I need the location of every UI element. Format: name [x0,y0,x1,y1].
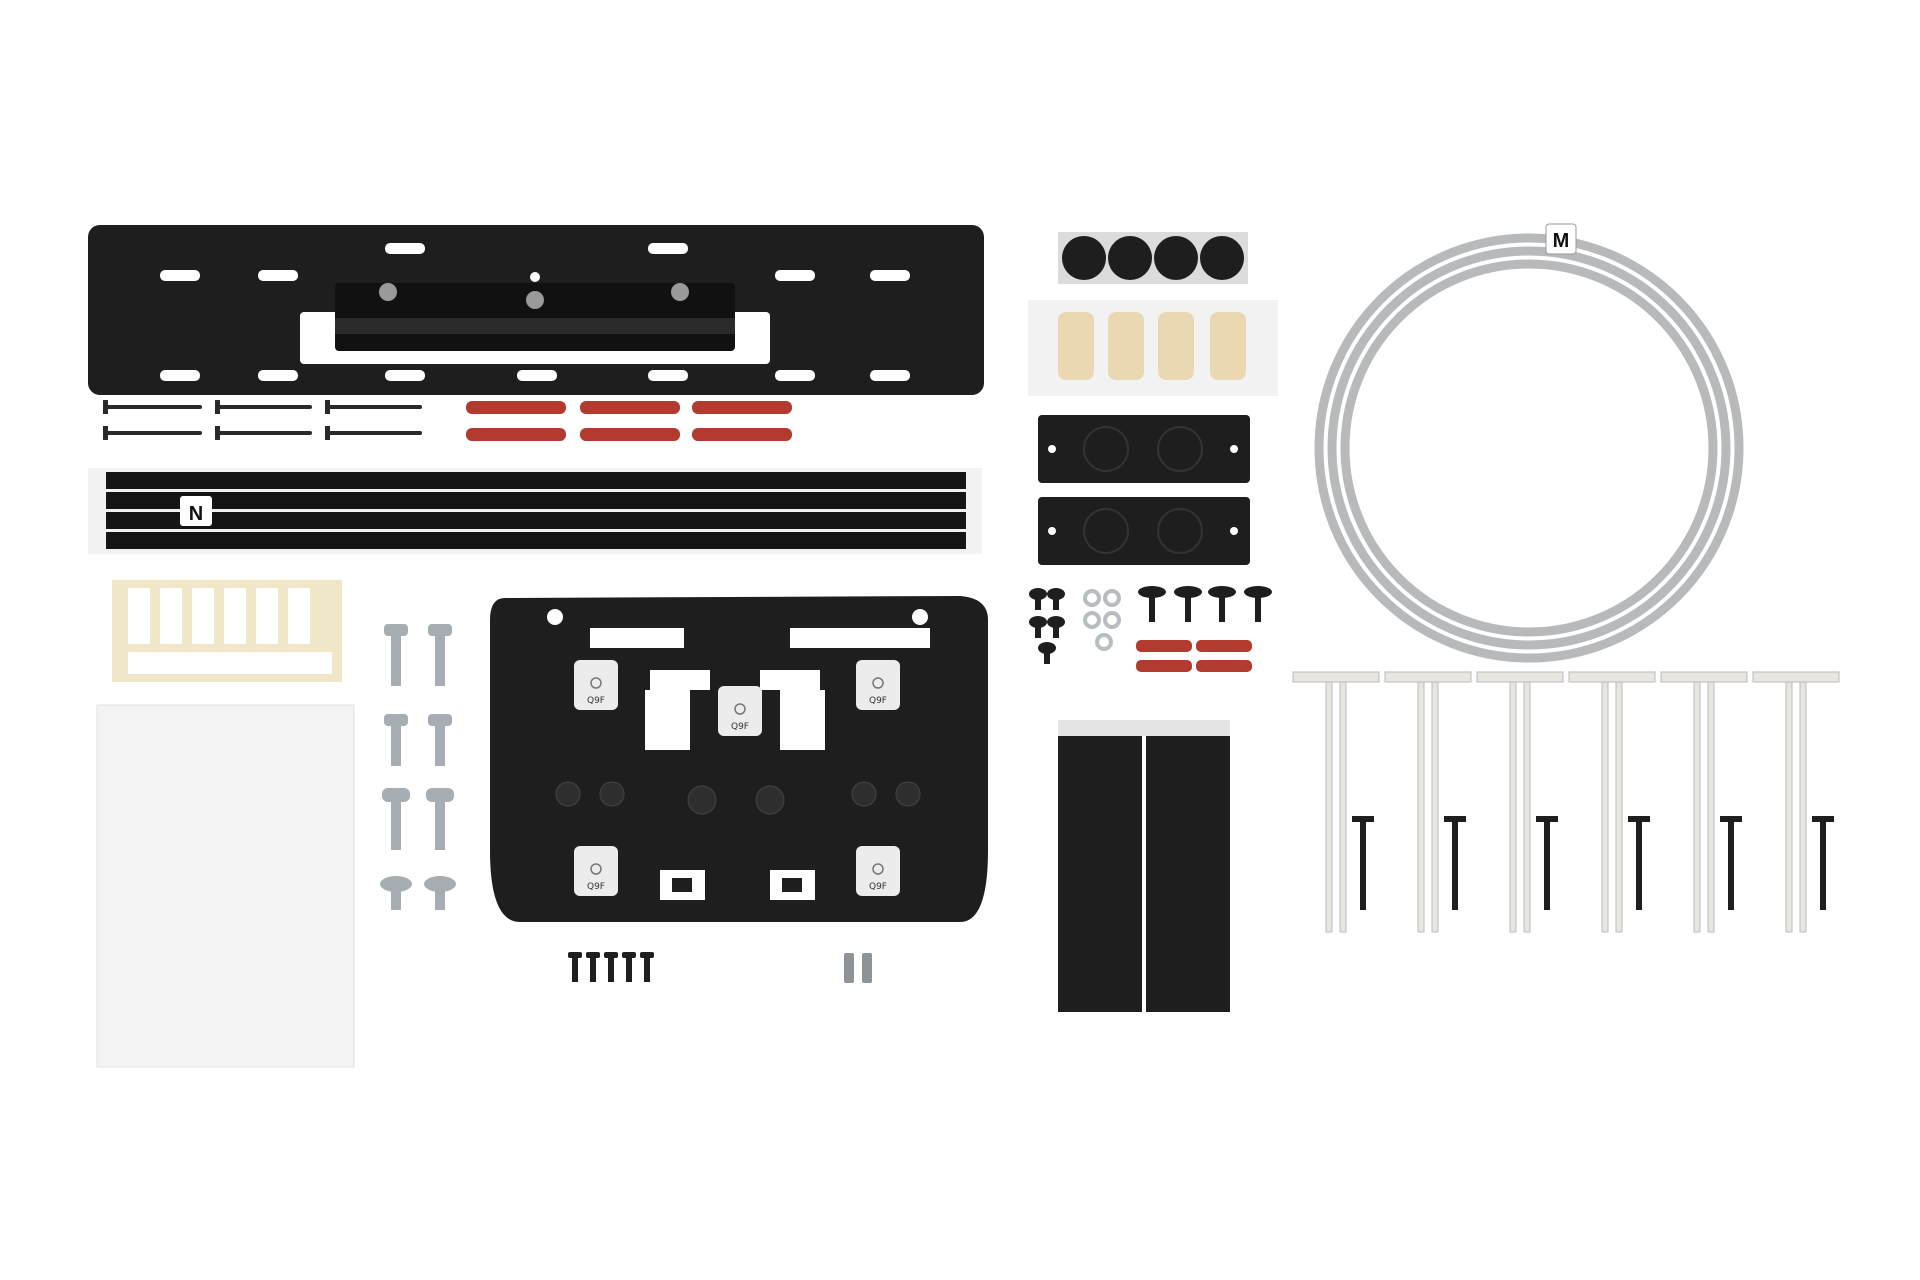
bolt-set [380,624,456,910]
black-protective-pads [1058,720,1230,1012]
q9f-label: Q9F [587,696,605,706]
q9f-label: Q9F [587,882,605,892]
screw-set [103,400,422,440]
small-screw-set [568,952,654,982]
wall-plate [88,225,984,395]
tv-bracket: Q9F Q9F Q9F Q9F Q9F [490,596,988,922]
adhesive-pads-round [1058,232,1248,284]
toggle-bolt [1660,671,1748,933]
toggle-bolt [1752,671,1840,933]
small-hardware [1029,586,1272,672]
cover-panel [96,704,355,1068]
q9f-label: Q9F [869,882,887,892]
toggle-bolt [1476,671,1564,933]
adhesive-pads-square [1028,300,1278,396]
standoff-set [844,953,872,983]
toggle-bolt [1384,671,1472,933]
toggle-bolt [1568,671,1656,933]
cable-coil-label: M [1553,230,1570,252]
q9f-label: Q9F [869,696,887,706]
cable-coil: M [1314,223,1744,663]
spacer-sheet [112,580,342,682]
bracket-clip-tags: Q9F Q9F Q9F Q9F Q9F [574,660,900,896]
toggle-bolt-set [1292,671,1840,933]
slim-cable-label: N [189,503,203,525]
toggle-bolt [1292,671,1380,933]
cable-holder [1038,497,1250,565]
q9f-label: Q9F [731,722,749,732]
wall-anchor-set [466,401,792,441]
cable-holder [1038,415,1250,483]
slim-cable: N [88,468,982,554]
